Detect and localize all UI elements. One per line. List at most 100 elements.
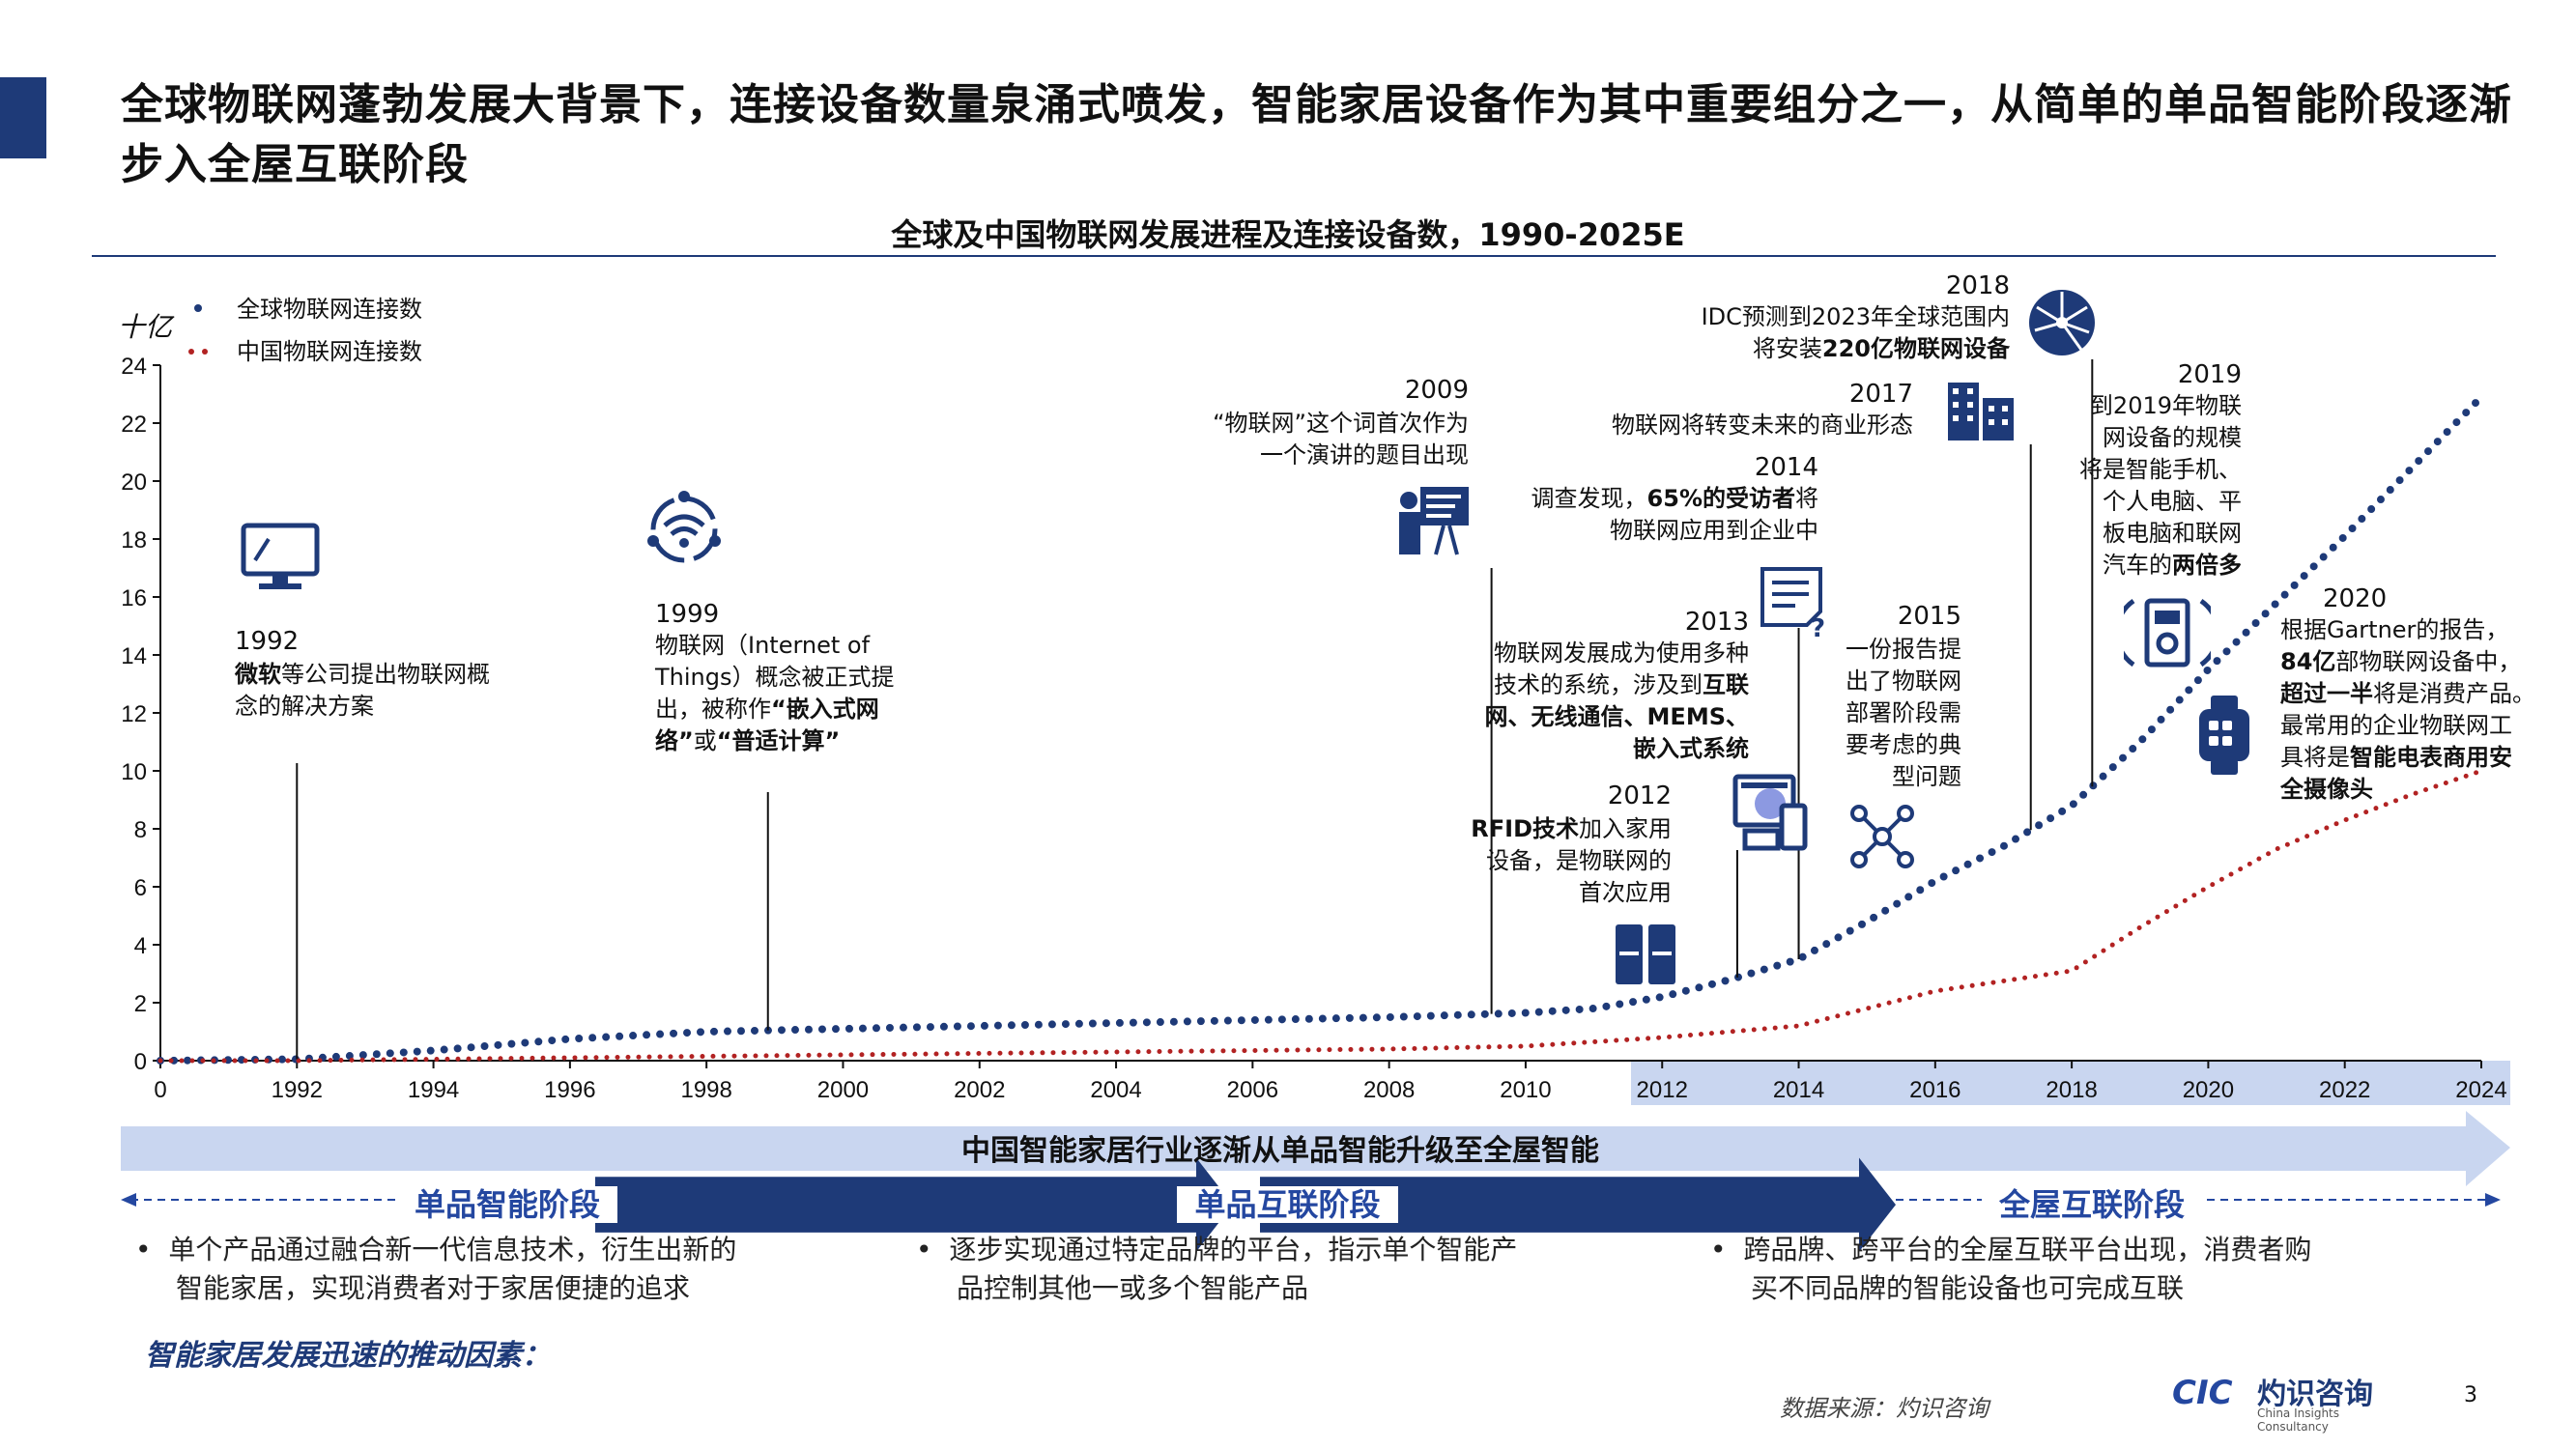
event-2014-text: 调查发现，65%的受访者将 物联网应用到企业中 <box>1432 483 1818 547</box>
driver-1-text: 供应端核心成本下降帮助普及智能设备 <box>626 1336 1087 1368</box>
event-1999-line4c: “普适计算” <box>716 727 841 754</box>
buildings-icon <box>1948 383 2014 440</box>
event-2018-text: IDC预测到2023年全球范围内 将安装220亿物联网设备 <box>1546 301 2010 365</box>
subtitle-rule <box>92 255 2496 257</box>
phase-2: 单品互联阶段 <box>899 1180 1676 1225</box>
event-2019-line6a: 汽车的 <box>2103 552 2172 579</box>
x-tick-label: 0 <box>154 1077 166 1103</box>
event-2020-line5a: 具将是 <box>2280 744 2350 771</box>
network-icon <box>1850 805 1914 868</box>
x-tick-label: 2012 <box>1637 1077 1688 1103</box>
event-2020-line2b: 部物联网设备中， <box>2335 648 2522 675</box>
band-text: 中国智能家居行业逐渐从单品智能升级至全屋智能 <box>961 1134 1599 1168</box>
x-tick-label: 2018 <box>2046 1077 2097 1103</box>
event-2018-line1: IDC预测到2023年全球范围内 <box>1701 303 2010 330</box>
event-1992-rest: 等公司提出物联网概念的解决方案 <box>235 661 490 720</box>
event-2014-line1a: 调查发现， <box>1531 485 1647 512</box>
event-2020-line5b: 智能电表商用安 <box>2350 744 2512 771</box>
legend-china-label: 中国物联网连接数 <box>237 338 422 365</box>
event-2013-line3: 网、无线通信、MEMS、 <box>1484 703 1749 730</box>
devices-icon <box>1732 774 1808 851</box>
event-2014-year: 2014 <box>1754 453 1818 482</box>
event-2020-line3a: 超过一半 <box>2280 680 2373 707</box>
event-1992-year: 1992 <box>235 627 300 656</box>
phase-3-desc-line2: 买不同品牌的智能设备也可完成互联 <box>1751 1272 2185 1304</box>
phase-2-desc-line2: 品控制其他一或多个智能产品 <box>957 1272 1309 1304</box>
event-1999-line2: Things）概念被正式提 <box>655 664 895 691</box>
event-2012-text: RFID技术加入家用 设备，是物联网的 首次应用 <box>1382 813 1672 909</box>
x-tick-label: 2000 <box>817 1077 869 1103</box>
x-tick-label: 2022 <box>2319 1077 2370 1103</box>
event-2020-line3b: 将是消费产品。 <box>2373 680 2535 707</box>
phase-2-desc: • 逐步实现通过特定品牌的平台，指示单个智能产 品控制其他一或多个智能产品 <box>916 1231 1679 1308</box>
phase-3: 全屋互联阶段 <box>1693 1180 2491 1225</box>
event-2019-text: 到2019年物联 网设备的规模 将是智能手机、 个人电脑、平 板电脑和联网 汽车… <box>2048 390 2242 582</box>
chart-subtitle: 全球及中国物联网发展进程及连接设备数，1990-2025E <box>891 216 1685 253</box>
data-source: 数据来源：灼识咨询 <box>1780 1395 1989 1422</box>
y-tick-label: 4 <box>134 933 147 959</box>
event-1999-line3: 出，被称作“嵌入式网 <box>655 694 974 725</box>
phase-2-desc-line1: 逐步实现通过特定品牌的平台，指示单个智能产 <box>949 1234 1518 1265</box>
event-1999-line1: 物联网（Internet of <box>655 632 871 659</box>
y-tick-label: 24 <box>121 354 147 380</box>
globe-icon <box>2029 290 2095 355</box>
monitor-icon <box>241 523 320 589</box>
event-2012-line3: 首次应用 <box>1579 879 1672 906</box>
event-2014-line2: 物联网应用到企业中 <box>1610 517 1818 544</box>
event-2009-text: “物联网”这个词首次作为 一个演讲的题目出现 <box>1082 408 1469 471</box>
y-axis-label: 十亿 <box>118 311 173 343</box>
event-2020-line4: 最常用的企业物联网工 <box>2280 712 2512 739</box>
y-tick-label: 18 <box>121 527 147 554</box>
event-2012-bold: RFID技术 <box>1471 815 1579 842</box>
event-1999-text: 物联网（Internet of Things）概念被正式提 出，被称作“嵌入式网… <box>655 630 974 757</box>
event-2013-text: 物联网发展成为使用多种 技术的系统，涉及到互联 网、无线通信、MEMS、 嵌入式… <box>1362 638 1749 765</box>
series-line-global <box>157 393 2485 1065</box>
event-2020-text: 根据Gartner的报告， 84亿部物联网设备中， 超过一半将是消费产品。 最常… <box>2280 614 2570 806</box>
y-tick-label: 2 <box>134 991 147 1017</box>
cic-logo-subtext: China Insights Consultancy <box>2257 1406 2340 1434</box>
event-2019-line3: 将是智能手机、 <box>2079 456 2242 483</box>
x-tick-label: 2024 <box>2455 1077 2506 1103</box>
x-tick-label: 2010 <box>1500 1077 1551 1103</box>
y-tick-label: 10 <box>121 759 147 785</box>
event-1999-year: 1999 <box>655 600 720 629</box>
event-2017-text: 物联网将转变未来的商业形态 <box>1612 412 1913 439</box>
x-tick-label: 2002 <box>954 1077 1005 1103</box>
y-tick-label: 0 <box>134 1049 147 1075</box>
x-tick-label: 2016 <box>1909 1077 1961 1103</box>
x-tick-label: 1998 <box>680 1077 731 1103</box>
driver-arrow-1 <box>595 1157 1233 1252</box>
phase-1-desc-line2: 智能家居，实现消费者对于家居便捷的追求 <box>176 1272 691 1304</box>
series-line-china <box>157 768 2484 1064</box>
x-tick-label: 2020 <box>2183 1077 2234 1103</box>
event-2015-line2: 出了物联网 <box>1846 668 1961 695</box>
event-2012-line1rest: 加入家用 <box>1579 815 1672 842</box>
y-tick-label: 16 <box>121 585 147 611</box>
phase-1-desc: • 单个产品通过融合新一代信息技术，衍生出新的 智能家居，实现消费者对于家居便捷… <box>135 1231 889 1308</box>
page-title: 全球物联网蓬勃发展大背景下，连接设备数量泉涌式喷发，智能家居设备作为其中重要组分… <box>121 80 2512 189</box>
event-2014-line1b: 65%的受访者 <box>1646 485 1795 512</box>
event-2019-line4: 个人电脑、平 <box>2103 488 2242 515</box>
legend-global-marker <box>194 304 202 312</box>
event-1992-text: 微软等公司提出物联网概念的解决方案 <box>235 659 496 723</box>
cic-logo-text: 灼识咨询 <box>2257 1378 2373 1411</box>
event-2009-year: 2009 <box>1404 376 1469 405</box>
event-2012-line2: 设备，是物联网的 <box>1486 847 1672 874</box>
cic-logo: CIC 灼识咨询 China Insights Consultancy <box>2172 1370 2394 1434</box>
phase-1-desc-line1: 单个产品通过融合新一代信息技术，衍生出新的 <box>168 1234 737 1265</box>
x-tick-label: 2008 <box>1363 1077 1415 1103</box>
event-2012-year: 2012 <box>1607 781 1672 810</box>
event-2015-line3: 部署阶段需 <box>1846 699 1961 726</box>
y-tick-label: 22 <box>121 412 147 438</box>
event-1999-line4: 络”或“普适计算” <box>655 725 974 757</box>
title-accent-bar <box>0 77 46 158</box>
event-2019-year: 2019 <box>2177 360 2242 389</box>
event-2015-line5: 型问题 <box>1892 763 1961 790</box>
band-arrow <box>121 1111 2510 1186</box>
y-tick-label: 14 <box>121 643 147 669</box>
legend-china-marker-2 <box>202 349 208 355</box>
event-1999-line3b: “嵌入式网 <box>771 696 879 723</box>
event-1992-bold: 微软 <box>235 661 281 688</box>
y-tick-label: 6 <box>134 875 147 901</box>
